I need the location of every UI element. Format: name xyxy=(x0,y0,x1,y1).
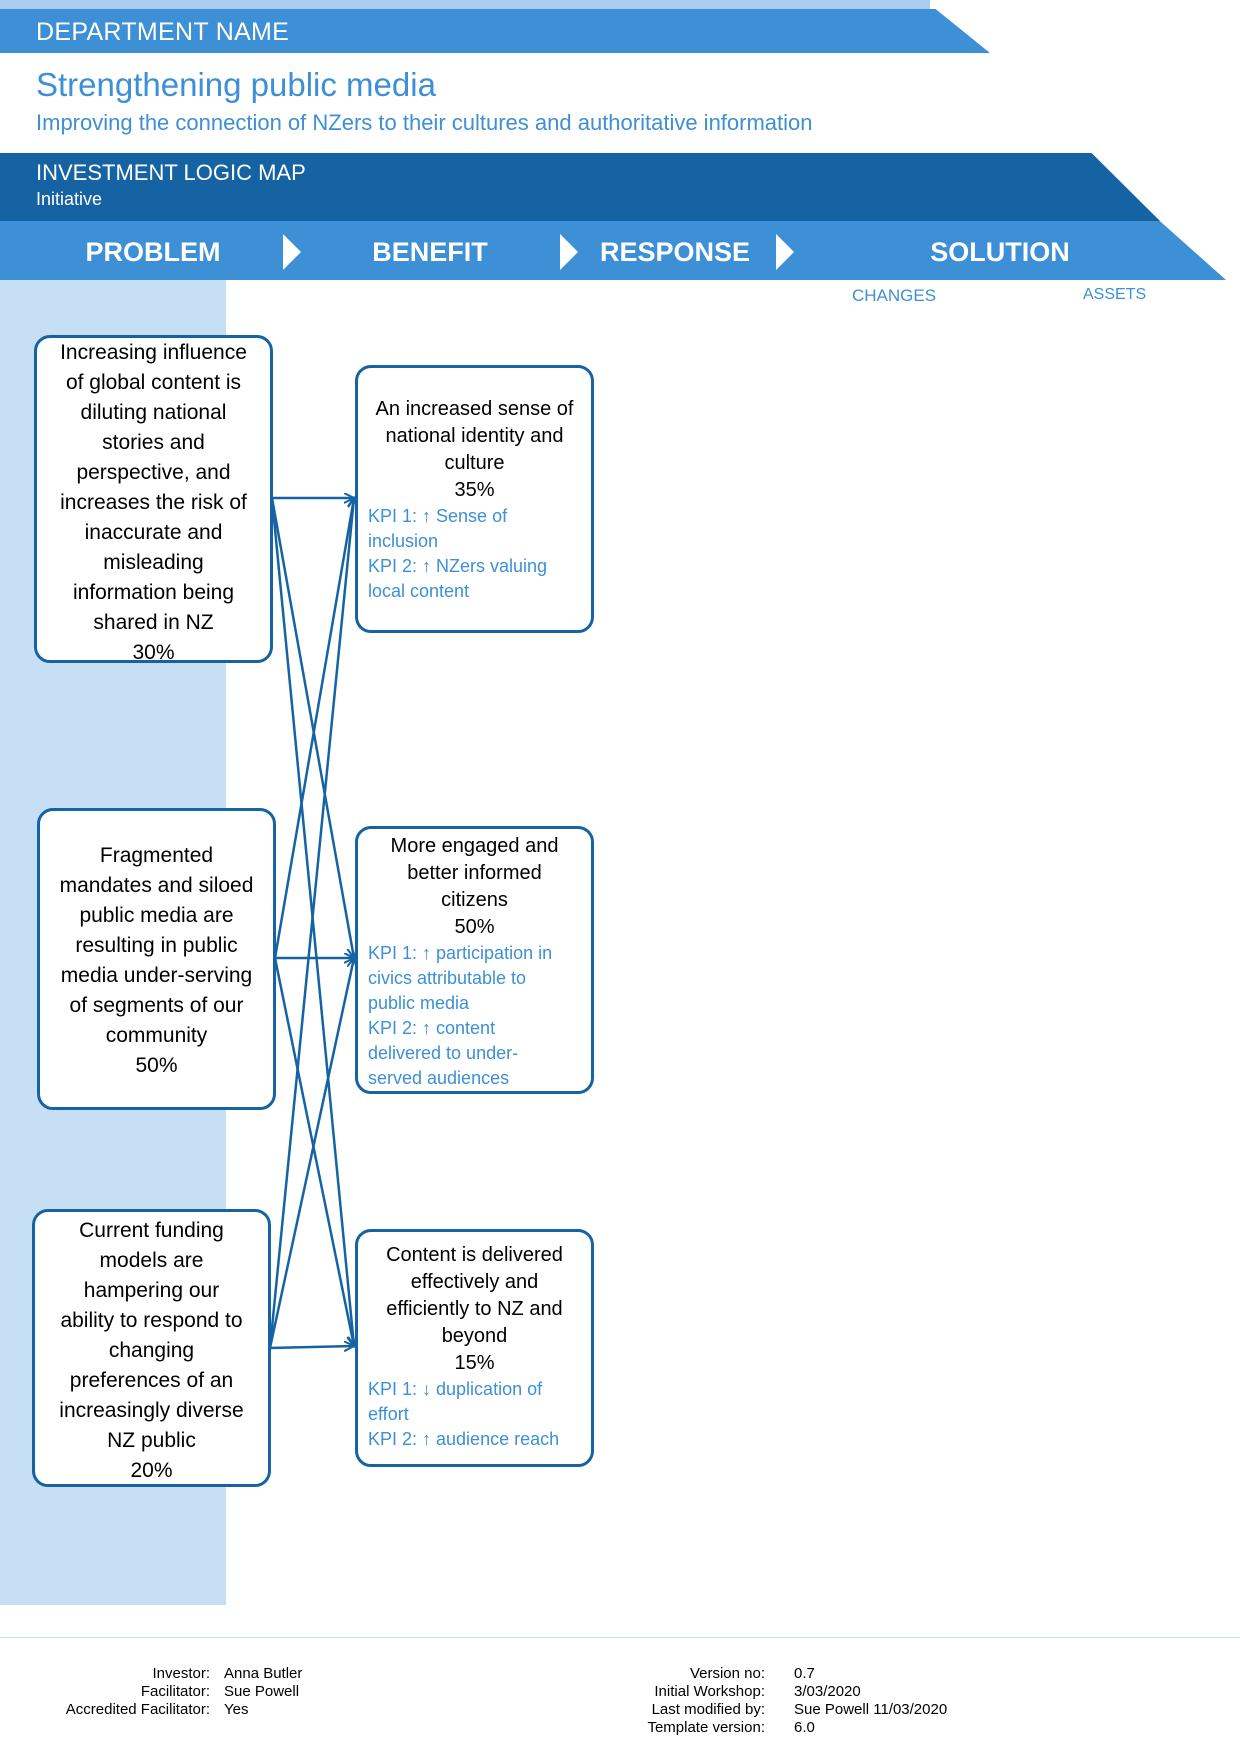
template-version-value: 6.0 xyxy=(794,1719,815,1736)
problem-2-text: Fragmented mandates and siloed public me… xyxy=(59,844,254,1047)
footer-right-values: 0.7 3/03/2020 Sue Powell 11/03/2020 6.0 xyxy=(794,1665,1054,1737)
benefit-box-2: More engaged and better informed citizen… xyxy=(355,826,594,1094)
problem-3-text: Current funding models are hampering our… xyxy=(59,1219,244,1452)
footer-divider xyxy=(0,1637,1240,1638)
chevron-right-icon xyxy=(283,234,301,270)
benefit-box-3: Content is delivered effectively and eff… xyxy=(355,1229,594,1467)
header-benefit: BENEFIT xyxy=(372,237,488,267)
last-modified-value: Sue Powell 11/03/2020 xyxy=(794,1701,948,1718)
problem-box-2: Fragmented mandates and siloed public me… xyxy=(37,808,276,1110)
benefit-3-kpis: KPI 1: ↓ duplication of effort KPI 2: ↑ … xyxy=(368,1379,560,1449)
benefit-3-percent: 15% xyxy=(454,1352,495,1374)
problem-box-3: Current funding models are hampering our… xyxy=(32,1209,271,1487)
footer-right-labels: Version no: Initial Workshop: Last modif… xyxy=(560,1665,765,1737)
subheader-assets: ASSETS xyxy=(1083,286,1147,303)
investment-logic-map-banner xyxy=(0,153,1160,221)
problem-1-text: Increasing influence of global content i… xyxy=(60,341,247,634)
chevron-right-icon xyxy=(560,234,578,270)
problem-box-1: Increasing influence of global content i… xyxy=(34,335,273,664)
page-subtitle: Improving the connection of NZers to the… xyxy=(36,110,813,135)
benefit-2-percent: 50% xyxy=(454,916,495,938)
initial-workshop-value: 3/03/2020 xyxy=(794,1683,861,1700)
benefit-1-kpis: KPI 1: ↑ Sense of inclusion KPI 2: ↑ NZe… xyxy=(368,506,548,601)
subheader-changes: CHANGES xyxy=(852,286,937,305)
problem-3-percent: 20% xyxy=(130,1459,173,1482)
problem-2-percent: 50% xyxy=(135,1054,178,1077)
map-title: INVESTMENT LOGIC MAP xyxy=(36,160,306,185)
department-name: DEPARTMENT NAME xyxy=(36,18,290,46)
map-subtitle: Initiative xyxy=(36,189,103,209)
top-accent-strip xyxy=(0,0,930,9)
problem-1-percent: 30% xyxy=(132,641,175,664)
page-title: Strengthening public media xyxy=(36,66,436,103)
investor-label: Investor: xyxy=(152,1665,210,1682)
investor-value: Anna Butler xyxy=(224,1665,303,1682)
template-version-label: Template version: xyxy=(647,1719,765,1736)
benefit-box-1: An increased sense of national identity … xyxy=(355,365,594,633)
column-header-band xyxy=(0,221,1226,280)
last-modified-label: Last modified by: xyxy=(651,1701,765,1718)
benefit-2-kpis: KPI 1: ↑ participation in civics attribu… xyxy=(368,943,553,1088)
initial-workshop-label: Initial Workshop: xyxy=(654,1683,765,1700)
accredited-facilitator-value: Yes xyxy=(224,1701,249,1718)
version-value: 0.7 xyxy=(794,1665,815,1682)
accredited-facilitator-label: Accredited Facilitator: xyxy=(65,1701,210,1718)
benefit-1-percent: 35% xyxy=(454,479,495,501)
header-response: RESPONSE xyxy=(599,237,751,267)
header-solution: SOLUTION xyxy=(930,237,1070,267)
header-problem: PROBLEM xyxy=(85,237,221,267)
benefit-1-title: An increased sense of national identity … xyxy=(368,396,581,504)
benefit-3-title: Content is delivered effectively and eff… xyxy=(368,1242,581,1377)
department-banner xyxy=(0,9,990,53)
facilitator-label: Facilitator: xyxy=(140,1683,210,1700)
chevron-right-icon xyxy=(776,234,794,270)
benefit-2-title: More engaged and better informed citizen… xyxy=(368,833,581,941)
footer-left-values: Anna Butler Sue Powell Yes xyxy=(224,1665,424,1719)
footer-left-labels: Investor: Facilitator: Accredited Facili… xyxy=(20,1665,210,1719)
facilitator-value: Sue Powell xyxy=(224,1683,300,1700)
version-label: Version no: xyxy=(689,1665,765,1682)
